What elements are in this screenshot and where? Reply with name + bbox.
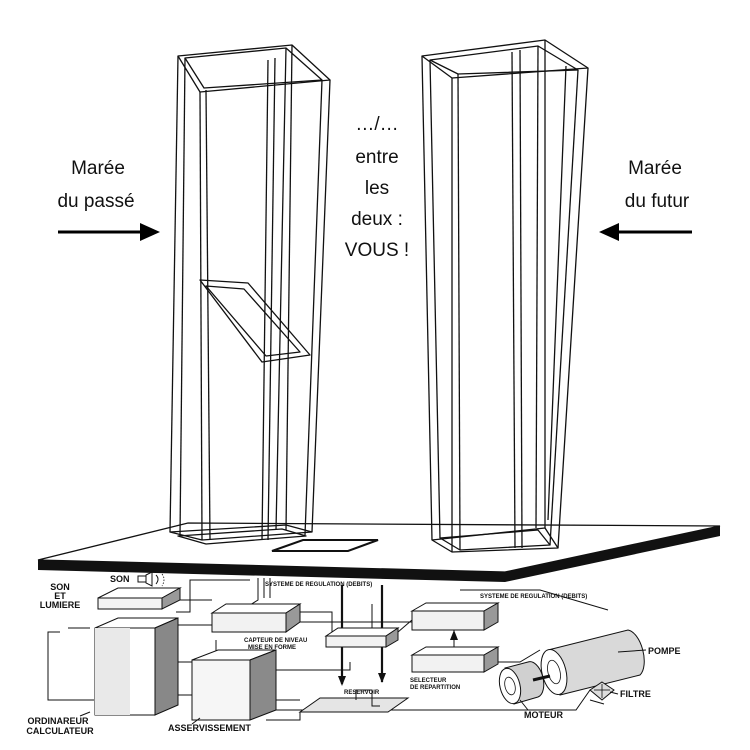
- right-tower: [421, 39, 589, 553]
- pompe-cylinder: [540, 629, 645, 696]
- reservoir: [298, 689, 410, 713]
- label-reservoir: RESERVOIR: [344, 690, 380, 696]
- label-son-3: LUMIERE: [40, 600, 81, 610]
- center-line-1: …/…: [355, 114, 398, 135]
- label-son-2: ET: [54, 591, 66, 601]
- label-capteur-1: CAPTEUR DE NIVEAU: [244, 638, 307, 644]
- right-arrow: [599, 223, 692, 241]
- center-text: …/… entre les deux : VOUS !: [345, 114, 409, 261]
- asservissement-box: [191, 649, 277, 721]
- label-ordinateur-2: CALCULATEUR: [26, 726, 94, 736]
- component-labels: SON ET LUMIERE SON SYSTEME DE REGULATION…: [26, 574, 680, 736]
- label-capteur-2: MISE EN FORME: [248, 645, 296, 651]
- son-et-lumiere-box: [97, 587, 182, 610]
- label-son-speaker: SON: [110, 574, 130, 584]
- label-moteur: MOTEUR: [524, 710, 563, 720]
- right-title-line1: Marée: [628, 158, 682, 179]
- center-line-3: les: [365, 178, 389, 199]
- center-line-2: entre: [355, 147, 398, 168]
- left-title: Marée du passé: [57, 158, 134, 212]
- left-title-line1: Marée: [71, 158, 125, 179]
- left-arrow: [58, 223, 160, 241]
- label-pointers: [79, 649, 647, 725]
- center-line-5: VOUS !: [345, 240, 409, 261]
- left-title-line2: du passé: [57, 191, 134, 212]
- speaker-icon: [137, 571, 165, 587]
- platform: [37, 522, 721, 582]
- regulation-box-right: [410, 602, 500, 631]
- label-regulation-right: SYSTEME DE REGULATION (DEBITS): [480, 594, 587, 600]
- label-pompe: POMPE: [648, 646, 681, 656]
- label-ordinateur-1: ORDINAREUR: [27, 716, 89, 726]
- label-asservissement: ASSERVISSEMENT: [168, 723, 251, 733]
- center-line-4: deux :: [351, 209, 403, 230]
- selecteur-box: [410, 646, 500, 673]
- label-selecteur-1: SELECTEUR: [410, 678, 447, 684]
- label-regulation-top: SYSTEME DE REGULATION (DEBITS): [265, 582, 372, 588]
- capteur-box: [324, 627, 400, 648]
- ordinateur-box: [94, 617, 179, 716]
- right-title-line2: du futur: [625, 191, 690, 212]
- label-selecteur-2: DE REPARTITION: [410, 685, 460, 691]
- label-filtre: FILTRE: [620, 689, 651, 699]
- right-title: Marée du futur: [625, 158, 690, 212]
- label-son-1: SON: [50, 582, 70, 592]
- regulation-box-left: [210, 603, 302, 633]
- moteur-cylinder: [498, 661, 551, 705]
- filtre-icon: [589, 681, 615, 701]
- left-tower: [169, 44, 331, 545]
